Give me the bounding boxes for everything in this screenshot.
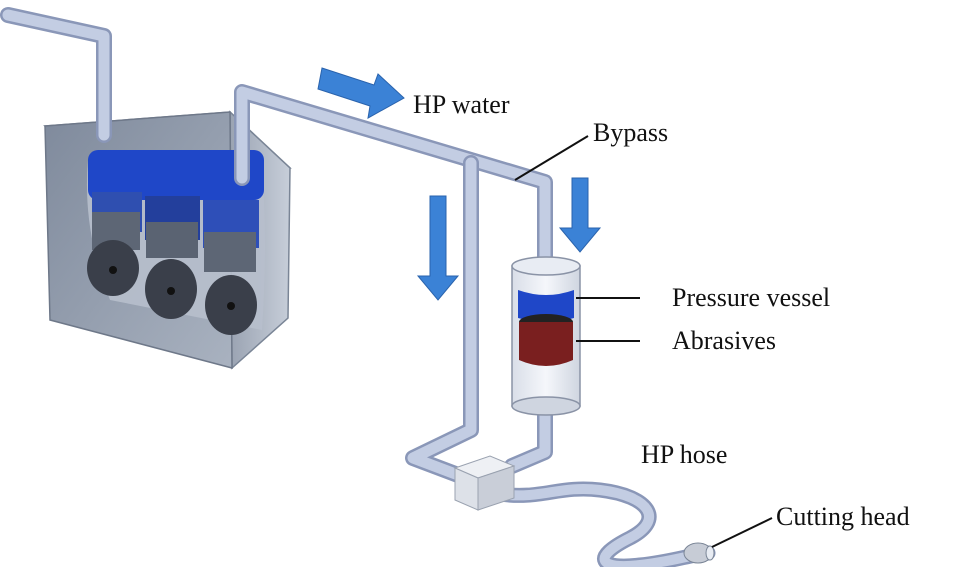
pump-pistons — [88, 150, 264, 272]
label-cutting-head: Cutting head — [776, 502, 910, 531]
crank-hub — [227, 302, 235, 310]
mixing-block — [453, 455, 516, 511]
pressure-vessel — [511, 256, 581, 416]
crank-hub — [167, 287, 175, 295]
crank-wheels — [87, 240, 257, 335]
label-pressure-vessel: Pressure vessel — [672, 283, 831, 312]
leader-lines — [514, 135, 773, 548]
vessel-bottom — [511, 396, 581, 416]
pipe-network — [0, 7, 716, 572]
vessel-top — [511, 256, 581, 276]
abrasive-layer — [519, 322, 573, 366]
mixer-side — [477, 465, 515, 511]
label-hp-hose: HP hose — [641, 440, 728, 469]
flow-arrows — [317, 67, 602, 301]
arrow-icon — [317, 67, 405, 119]
cutting-head — [683, 542, 715, 564]
label-bypass: Bypass — [593, 118, 669, 147]
crank-hub — [109, 266, 117, 274]
water-layer — [518, 290, 574, 322]
piston-head — [88, 150, 264, 200]
leader-bypass — [514, 135, 589, 181]
pump-unit — [43, 110, 292, 370]
piston-body — [146, 222, 198, 258]
label-hp-water: HP water — [413, 90, 510, 119]
arrow-icon — [558, 177, 602, 253]
piston-body — [204, 232, 256, 272]
arrow-icon — [416, 195, 460, 301]
label-abrasives: Abrasives — [672, 326, 776, 355]
nozzle-tip — [705, 545, 715, 561]
leader-cutting-head — [711, 517, 773, 548]
